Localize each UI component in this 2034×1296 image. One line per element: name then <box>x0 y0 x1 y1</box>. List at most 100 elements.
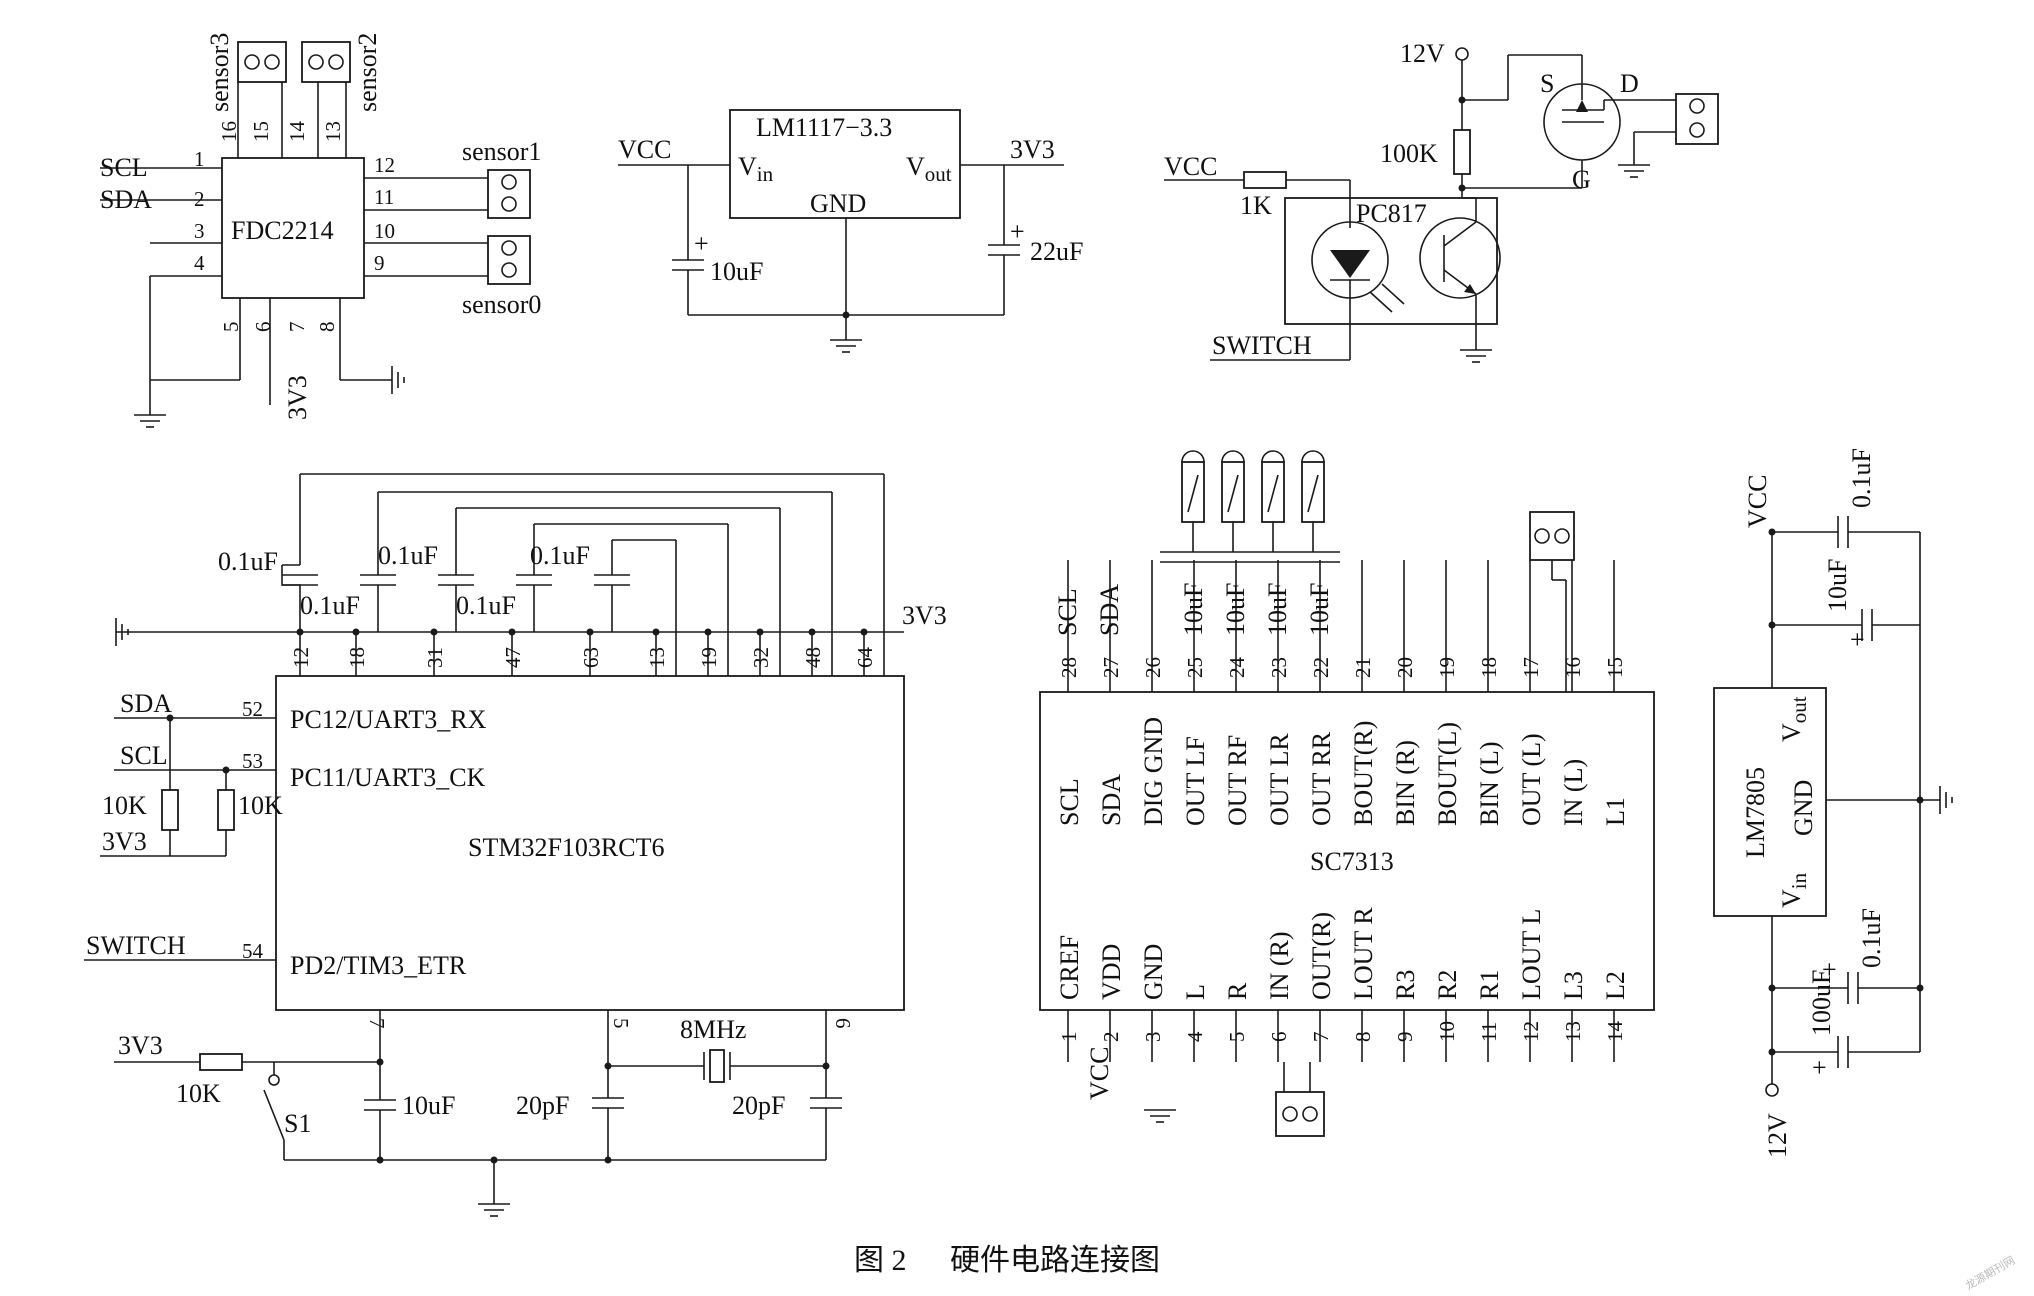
mcu-pin-18: 18 <box>345 647 369 668</box>
plus-sign: + <box>1010 217 1025 246</box>
fdc-pin-1: 1 <box>194 147 205 171</box>
lm1117-vin: Vin <box>738 152 774 186</box>
lm1117-section: LM1117−3.3 Vin Vout GND VCC 3V3 + 10uF +… <box>618 109 1083 353</box>
amp-bottom-label-9: R3 <box>1391 970 1420 1000</box>
switch-section: 12V 100K S D G <box>1164 39 1719 363</box>
amp-top-label-24: OUT RF <box>1223 735 1252 826</box>
lm7805-gnd: GND <box>1789 780 1818 836</box>
lm1117-gnd: GND <box>810 189 866 218</box>
amp-top-label-16: IN (L) <box>1559 759 1588 826</box>
fdc2214-section: FDC2214 SCL SDA 1 2 3 4 5 6 7 8 3V3 16 1… <box>100 33 541 428</box>
amp-top-pin-16: 16 <box>1561 657 1585 678</box>
pin-pc11: PC11/UART3_CK <box>290 763 486 792</box>
cap-0.1uf: 0.1uF <box>456 591 516 620</box>
crystal-icon <box>703 1049 731 1083</box>
cap-20pf: 20pF <box>516 1091 569 1120</box>
fdc-pin-4: 4 <box>194 251 205 275</box>
cap-10uf: 10uF <box>710 257 763 286</box>
junction-dot <box>352 628 360 636</box>
amp-top-label-28: SCL <box>1055 778 1084 826</box>
load-connector <box>1633 93 1719 165</box>
net-3v3: 3V3 <box>102 827 147 856</box>
junction-dot <box>430 628 438 636</box>
amp-top-pin-24: 24 <box>1225 657 1249 679</box>
cap-0.1uf: 0.1uF <box>300 591 360 620</box>
resistor-1k: 1K <box>1240 191 1272 220</box>
net-vcc: VCC <box>1743 475 1772 528</box>
amp-top-pin-26: 26 <box>1141 657 1165 678</box>
amp-bottom-label-12: LOUT L <box>1517 909 1546 1000</box>
mcu-pin-19: 19 <box>697 647 721 668</box>
ground-icon <box>830 339 862 353</box>
net-3v3-top: 3V3 <box>902 601 947 630</box>
fdc-pin-14: 14 <box>285 121 309 143</box>
ground-icon <box>478 1203 510 1217</box>
lm1117-label: LM1117−3.3 <box>756 113 892 142</box>
amp-top-label-27: SDA <box>1097 774 1126 826</box>
amp-top-label-20: BIN (R) <box>1391 740 1420 826</box>
switch-s1: S1 <box>284 1109 311 1138</box>
junction-dot <box>756 628 764 636</box>
amp-top-pin-17: 17 <box>1519 657 1543 678</box>
sensor1-label: sensor1 <box>462 137 541 166</box>
cap-22uf: 22uF <box>1030 237 1083 266</box>
net-vcc-amp: VCC <box>1085 1047 1114 1100</box>
decoupling-caps <box>281 473 885 676</box>
sensor0-label: sensor0 <box>462 290 541 319</box>
net-3v3-out: 3V3 <box>1010 135 1055 164</box>
sensor3-connector <box>237 41 287 110</box>
junction-dot <box>860 628 868 636</box>
pin-pd2: PD2/TIM3_ETR <box>290 951 467 980</box>
fdc-pin-6: 6 <box>251 322 275 333</box>
amp-bottom-pin-11: 11 <box>1477 1022 1501 1042</box>
amp-top-pin-18: 18 <box>1477 657 1501 678</box>
cap-0.1uf: 0.1uF <box>378 541 438 570</box>
amp-bottom-label-10: R2 <box>1433 970 1462 1000</box>
amp-bottom-pin-4: 4 <box>1183 1031 1207 1042</box>
fdc-pin-13: 13 <box>321 121 345 142</box>
amp-bottom-label-7: OUT(R) <box>1307 912 1336 1000</box>
input-connector-bottom <box>1275 1062 1325 1137</box>
amp-bottom-label-1: CREF <box>1055 935 1084 1000</box>
net-vcc-switch: VCC <box>1164 152 1217 181</box>
mcu-pin-12: 12 <box>289 647 313 668</box>
fdc-pin-7: 7 <box>285 322 309 333</box>
net-12v: 12V <box>1400 39 1445 68</box>
amp-top-pin-23: 23 <box>1267 657 1291 678</box>
plus-sign: + <box>694 229 709 258</box>
pin-pc12: PC12/UART3_RX <box>290 705 487 734</box>
cap-0.1uf: 0.1uF <box>1847 448 1876 508</box>
amp-top-pin-15: 15 <box>1603 657 1627 678</box>
input-connector-top <box>1529 511 1575 692</box>
cap-20pf: 20pF <box>732 1091 785 1120</box>
amp-top-ext-27: SDA <box>1095 584 1124 636</box>
ground-icon <box>1618 164 1650 178</box>
fdc-pin-11: 11 <box>374 185 394 209</box>
amp-bottom-label-14: L2 <box>1601 971 1630 1000</box>
ground-icon <box>1144 1109 1176 1123</box>
amp-bottom-label-11: R1 <box>1475 970 1504 1000</box>
fdc-pin-3: 3 <box>194 219 205 243</box>
speaker-output-caps <box>1160 450 1340 563</box>
watermark: 龙源期刊网 <box>1963 1253 2018 1293</box>
crystal-8mhz: 8MHz <box>680 1015 746 1044</box>
sensor1-connector <box>487 169 531 219</box>
fdc-pin-9: 9 <box>374 251 385 275</box>
electrolytic-cap-icon <box>1221 450 1245 523</box>
amp-top-ext-24: 10uF <box>1221 583 1250 636</box>
figure-caption: 硬件电路连接图 <box>950 1244 1160 1277</box>
ground-icon <box>391 366 405 394</box>
fdc-pin-16: 16 <box>217 121 241 142</box>
ground-icon <box>115 618 129 646</box>
cap-100uf: 100uF <box>1807 970 1836 1036</box>
net-3v3-reset: 3V3 <box>118 1031 163 1060</box>
pc817-label: PC817 <box>1356 199 1427 228</box>
amp-bottom-pin-13: 13 <box>1561 1021 1585 1042</box>
mcu-pin-13: 13 <box>645 647 669 668</box>
mcu-pin-63: 63 <box>579 647 603 668</box>
electrolytic-cap-icon <box>1301 450 1325 523</box>
sensor2-label: sensor2 <box>353 33 382 112</box>
phototransistor-icon <box>1419 198 1501 350</box>
amp-top-ext-22: 10uF <box>1305 583 1334 636</box>
